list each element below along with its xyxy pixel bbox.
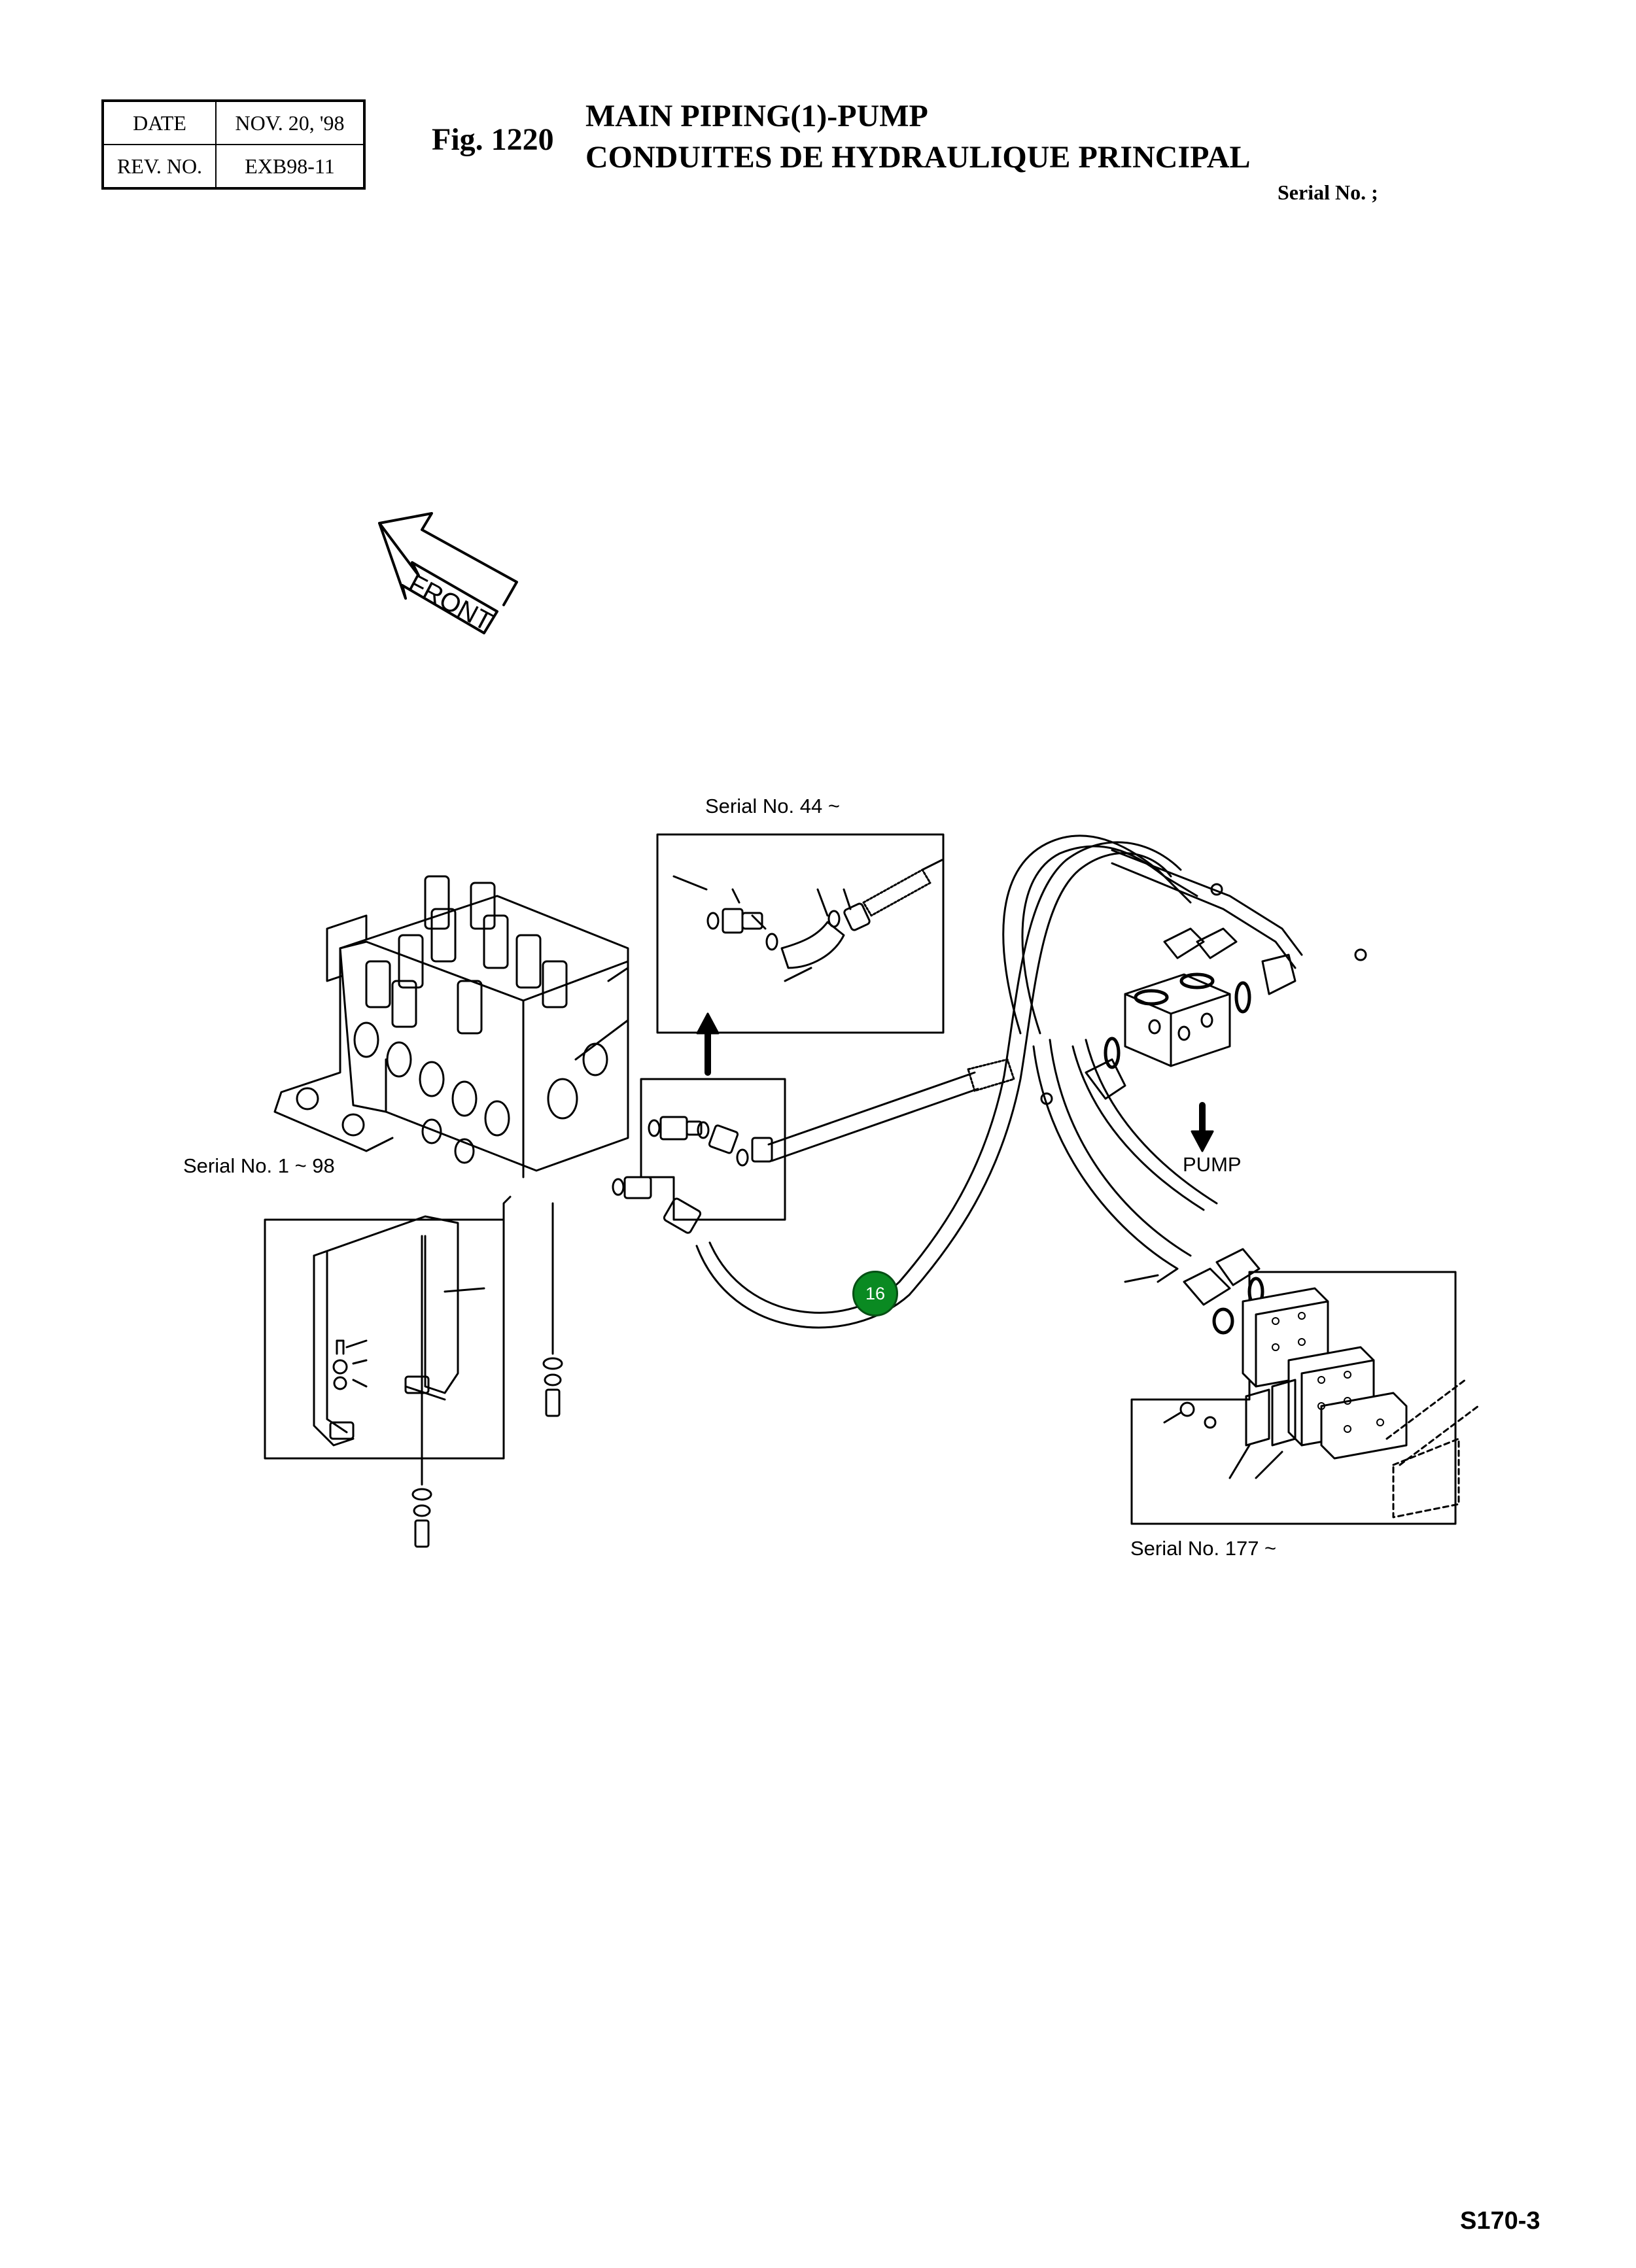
spacer-plates (1163, 1287, 1480, 1519)
serial-number-label: Serial No. ; (1278, 180, 1378, 204)
bolt-stack-right (542, 1202, 563, 1417)
title-french: CONDUITES DE HYDRAULIQUE PRINCIPAL (585, 140, 1251, 175)
rev-value: EXB98-11 (215, 144, 365, 189)
part-callout-16[interactable]: 16 (852, 1271, 898, 1316)
leader-line (502, 1195, 512, 1221)
inset-box-outlet (640, 1078, 786, 1221)
serial-1-98-label: Serial No. 1 ~ 98 (183, 1154, 335, 1177)
control-valve-block (273, 875, 629, 1178)
hose-16 (695, 841, 1182, 1329)
serial-44-label: Serial No. 44 ~ (705, 795, 840, 817)
inset-box-serial-177 (1130, 1271, 1457, 1525)
pump-label: PUMP (1183, 1153, 1242, 1176)
rev-label: REV. NO. (102, 144, 217, 189)
inset-box-serial-1-98 (264, 1218, 505, 1460)
front-arrow-icon (378, 512, 518, 634)
figure-number: Fig. 1220 (432, 122, 554, 157)
revision-table: DATE NOV. 20, '98 REV. NO. EXB98-11 (101, 99, 366, 190)
title-english: MAIN PIPING(1)-PUMP (585, 99, 928, 133)
inset-fittings (672, 859, 943, 982)
date-value: NOV. 20, '98 (215, 100, 365, 145)
serial-177-label: Serial No. 177 ~ (1130, 1537, 1277, 1560)
outlet-fittings (612, 1058, 1015, 1234)
bolt-stack-bottom (411, 1235, 432, 1548)
pump-hoses (1002, 834, 1303, 1283)
inset-box-serial-44 (656, 833, 945, 1034)
hose-bracket (313, 1215, 485, 1447)
pump-flange (1040, 883, 1367, 1105)
date-label: DATE (102, 100, 217, 145)
page-code: S170-3 (1460, 2207, 1540, 2235)
